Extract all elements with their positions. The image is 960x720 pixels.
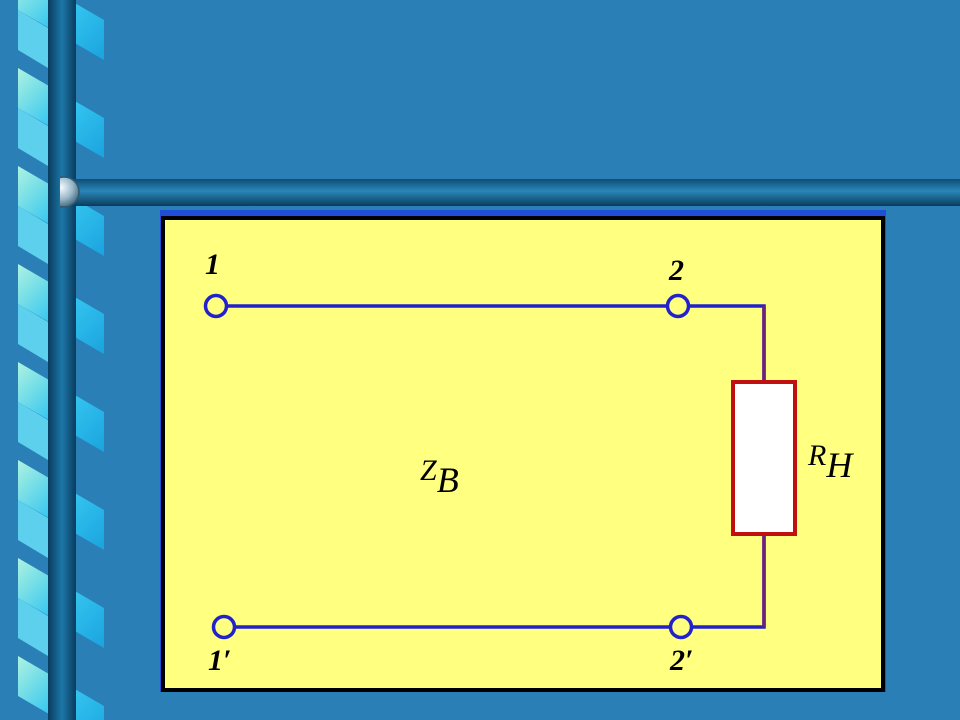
decorative-ribbon <box>18 0 104 720</box>
terminal-1 <box>203 293 229 319</box>
resistor-subscript: H <box>826 445 853 485</box>
resistor-body <box>731 380 797 536</box>
decorative-horizontal-bar <box>60 176 960 208</box>
terminal-2 <box>665 293 691 319</box>
impedance-subscript: B <box>436 460 459 500</box>
terminal-1-prime <box>211 614 237 640</box>
impedance-label: ZB <box>420 450 459 499</box>
terminal-1-label: 1 <box>205 248 220 281</box>
terminal-1-prime-label: 1′ <box>208 644 232 677</box>
impedance-symbol: Z <box>420 454 437 487</box>
resistor-symbol: R <box>808 439 827 472</box>
resistor-label: RH <box>808 435 852 484</box>
terminal-2-prime-label: 2′ <box>670 644 694 677</box>
terminal-2-prime <box>668 614 694 640</box>
terminal-2-label: 2 <box>669 254 684 287</box>
